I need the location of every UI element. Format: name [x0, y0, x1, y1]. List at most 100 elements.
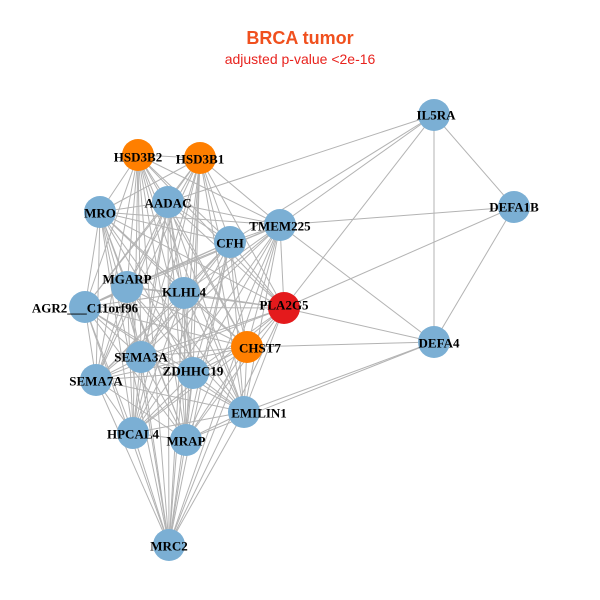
node-aadac[interactable] [152, 186, 184, 218]
node-mrap[interactable] [170, 424, 202, 456]
node-tmem225[interactable] [264, 209, 296, 241]
node-label-agr2___c11orf96: AGR2___C11orf96 [32, 301, 139, 316]
edge-mro-hpcal4 [99, 211, 134, 434]
edge-sema7a-mrc2 [95, 379, 170, 546]
edge-klhl4-emilin1 [183, 292, 245, 413]
edge-defa4-pla2g5 [283, 307, 435, 343]
node-mgarp[interactable] [111, 271, 143, 303]
node-il5ra[interactable] [418, 99, 450, 131]
node-label-cfh: CFH [216, 236, 243, 251]
node-defa4[interactable] [418, 326, 450, 358]
edge-hsd3b2-tmem225 [137, 154, 281, 226]
edge-klhl4-pla2g5 [183, 292, 285, 309]
node-label-defa4: DEFA4 [419, 336, 460, 351]
edge-agr2___c11orf96-zdhhc19 [84, 306, 194, 374]
edge-hpcal4-emilin1 [132, 411, 245, 434]
node-layer [69, 99, 530, 561]
edge-hsd3b1-sema7a [95, 157, 201, 381]
node-label-sema3a: SEMA3A [114, 350, 168, 365]
edge-chst7-hpcal4 [132, 346, 248, 434]
edge-pla2g5-sema3a [140, 307, 285, 358]
edge-klhl4-mrc2 [168, 292, 185, 546]
edge-defa1b-defa4 [433, 206, 515, 343]
edge-pla2g5-mrc2 [168, 307, 285, 546]
edge-hsd3b2-mgarp [126, 154, 139, 288]
edge-aadac-tmem225 [167, 201, 281, 226]
edge-cfh-emilin1 [229, 241, 245, 413]
node-emilin1[interactable] [228, 396, 260, 428]
edge-sema7a-mrap [95, 379, 187, 441]
node-label-defa1b: DEFA1B [489, 200, 539, 215]
node-label-il5ra: IL5RA [416, 108, 456, 123]
edge-sema7a-emilin1 [95, 379, 245, 413]
edge-chst7-sema7a [95, 346, 248, 381]
edge-mro-agr2___c11orf96 [84, 211, 101, 308]
node-zdhhc19[interactable] [177, 357, 209, 389]
edge-mro-cfh [99, 211, 231, 243]
edge-aadac-agr2___c11orf96 [84, 201, 169, 308]
node-mrc2[interactable] [153, 529, 185, 561]
edge-mro-pla2g5 [99, 211, 285, 309]
edge-hsd3b2-klhl4 [137, 154, 185, 294]
node-label-sema7a: SEMA7A [69, 374, 123, 389]
edge-hsd3b1-klhl4 [183, 157, 201, 294]
node-hpcal4[interactable] [117, 417, 149, 449]
edge-hsd3b1-mgarp [126, 157, 201, 288]
node-mro[interactable] [84, 196, 116, 228]
edge-defa4-tmem225 [279, 224, 435, 343]
edge-aadac-chst7 [167, 201, 248, 348]
edge-pla2g5-emilin1 [243, 307, 285, 413]
node-chst7[interactable] [231, 331, 263, 363]
edge-hsd3b2-sema7a [95, 154, 139, 381]
edge-tmem225-hpcal4 [132, 224, 281, 434]
edge-hsd3b1-tmem225 [199, 157, 281, 226]
edge-mro-sema7a [95, 211, 101, 381]
edge-mgarp-sema7a [95, 286, 128, 381]
node-klhl4[interactable] [168, 277, 200, 309]
edge-sema3a-mrc2 [140, 356, 170, 546]
node-pla2g5[interactable] [268, 292, 300, 324]
node-hsd3b2[interactable] [122, 139, 154, 171]
edge-defa4-chst7 [246, 341, 435, 348]
edge-defa4-emilin1 [243, 341, 435, 413]
node-sema3a[interactable] [125, 341, 157, 373]
edge-mgarp-zdhhc19 [126, 286, 194, 374]
edge-il5ra-defa1b [433, 114, 515, 208]
edge-hsd3b1-zdhhc19 [192, 157, 201, 374]
node-agr2___c11orf96[interactable] [69, 291, 101, 323]
edge-il5ra-aadac [167, 114, 435, 203]
edge-cfh-chst7 [229, 241, 248, 348]
edge-chst7-sema3a [140, 346, 248, 358]
edge-emilin1-mrc2 [168, 411, 245, 546]
edge-tmem225-chst7 [246, 224, 281, 348]
node-label-hsd3b2: HSD3B2 [114, 150, 162, 165]
node-label-mrc2: MRC2 [150, 539, 188, 554]
edge-aadac-mrc2 [167, 201, 170, 546]
edge-hsd3b1-mro [99, 157, 201, 213]
edge-mgarp-mrc2 [126, 286, 170, 546]
figure-title: BRCA tumor [246, 28, 354, 48]
node-label-zdhhc19: ZDHHC19 [163, 364, 224, 379]
node-label-mro: MRO [84, 206, 116, 221]
edge-il5ra-tmem225 [279, 114, 435, 226]
node-label-aadac: AADAC [145, 196, 192, 211]
node-defa1b[interactable] [498, 191, 530, 223]
node-label-tmem225: TMEM225 [249, 219, 311, 234]
edge-hpcal4-mrc2 [132, 432, 170, 546]
edge-tmem225-zdhhc19 [192, 224, 281, 374]
edge-pla2g5-mrap [185, 307, 285, 441]
edge-agr2___c11orf96-mrap [84, 306, 187, 441]
node-sema7a[interactable] [80, 364, 112, 396]
edge-tmem225-mrc2 [168, 224, 281, 546]
edge-klhl4-hpcal4 [132, 292, 185, 434]
edge-mgarp-emilin1 [126, 286, 245, 413]
edge-agr2___c11orf96-chst7 [84, 306, 248, 348]
node-hsd3b1[interactable] [184, 142, 216, 174]
edge-agr2___c11orf96-hpcal4 [84, 306, 134, 434]
node-label-mgarp: MGARP [102, 272, 151, 287]
edge-defa4-mrap [185, 341, 435, 441]
node-cfh[interactable] [214, 226, 246, 258]
edge-agr2___c11orf96-emilin1 [84, 306, 245, 413]
edge-chst7-mrap [185, 346, 248, 441]
